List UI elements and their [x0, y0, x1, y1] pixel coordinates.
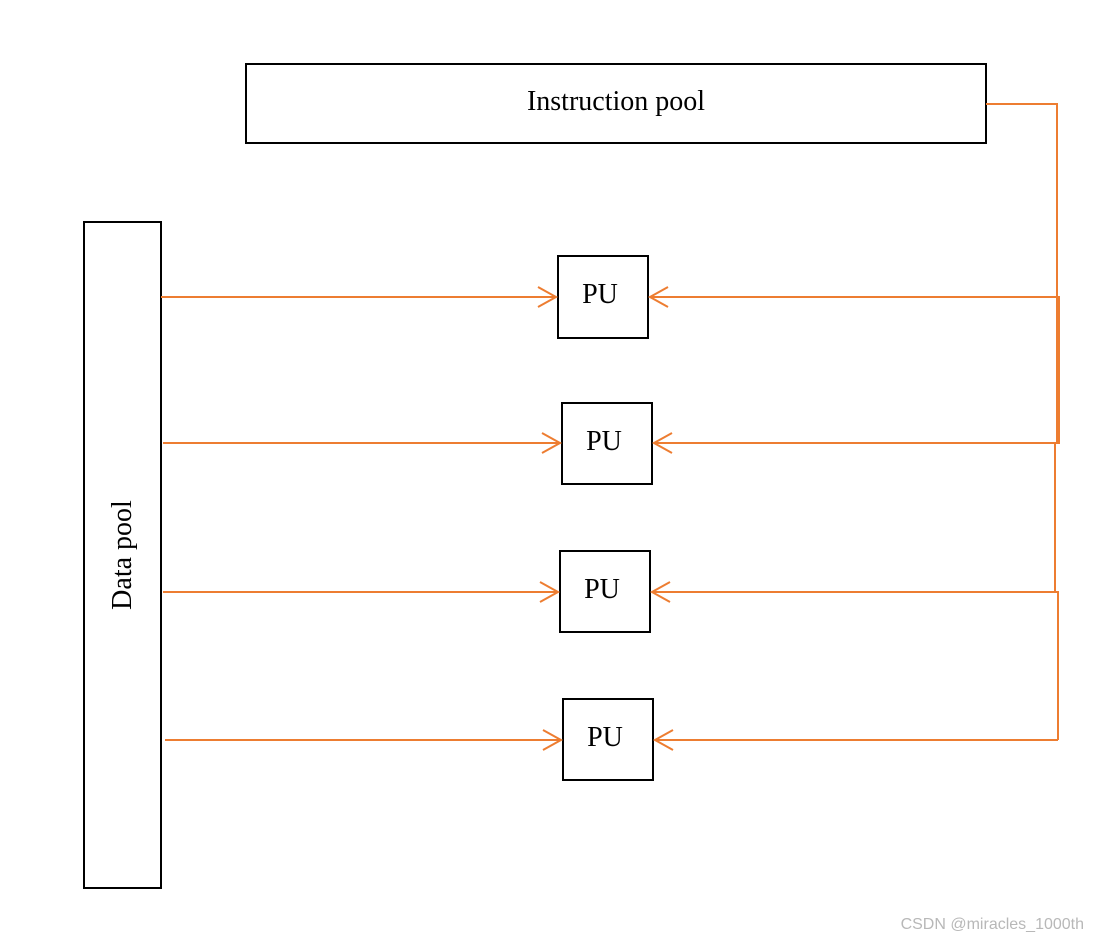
instruction-bus [986, 103, 1060, 740]
pu-label: PU [584, 574, 620, 605]
data-arrow [163, 432, 563, 454]
pu-box [559, 550, 651, 633]
data-arrows [161, 286, 564, 751]
pu-unit: PU [561, 402, 653, 485]
instruction-arrow [651, 432, 1057, 454]
instruction-arrow [652, 729, 1058, 751]
data-pool-box [83, 221, 162, 889]
pu-box [561, 402, 653, 485]
instruction-bus-mid [1054, 442, 1057, 592]
instruction-pool-box [245, 63, 987, 144]
data-pool-label: Data pool [107, 500, 138, 610]
instruction-arrows [647, 286, 1058, 751]
pu-label: PU [586, 426, 622, 457]
pu-unit: PU [559, 550, 651, 633]
data-arrow [161, 286, 559, 308]
instruction-pool-label: Instruction pool [527, 86, 705, 117]
data-arrow [163, 581, 561, 603]
instruction-bus-top [986, 103, 1058, 443]
pu-box [557, 255, 649, 339]
instruction-bus-branch-1 [1057, 296, 1060, 444]
instruction-bus-bottom [1055, 591, 1059, 740]
instruction-pool: Instruction pool [245, 63, 987, 144]
pu-label: PU [587, 722, 623, 753]
pu-label: PU [582, 279, 618, 310]
pu-unit: PU [562, 698, 654, 781]
watermark: CSDN @miracles_1000th [900, 916, 1084, 933]
instruction-arrow [647, 286, 1057, 308]
pu-unit: PU [557, 255, 649, 339]
data-arrow [165, 729, 564, 751]
pu-box [562, 698, 654, 781]
instruction-arrow [649, 581, 1055, 603]
data-pool: Data pool [83, 221, 162, 889]
